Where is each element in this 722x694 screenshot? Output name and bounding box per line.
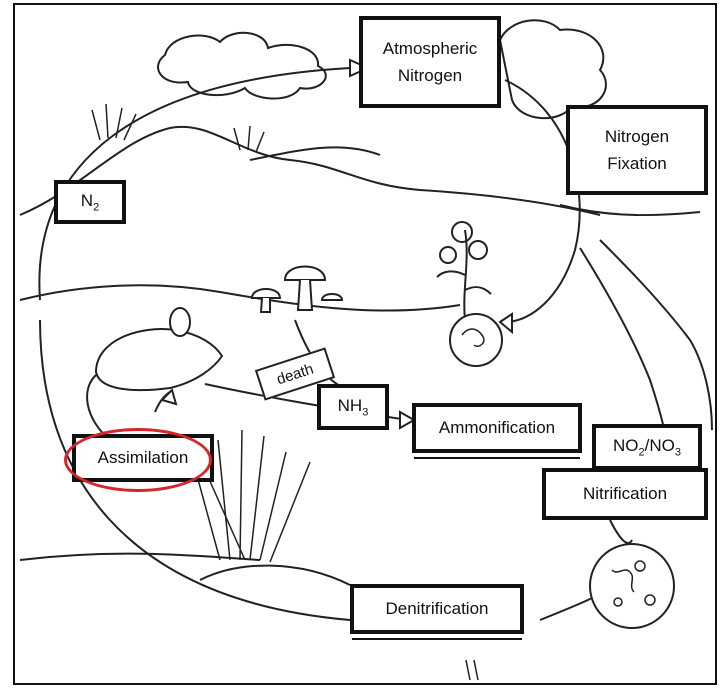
no2-no3-label: NO2/NO3 (613, 432, 681, 462)
atmospheric-label-line1: Atmospheric (382, 38, 478, 58)
nh3-base: NH (337, 396, 363, 415)
nitrification-label: Nitrification (582, 484, 668, 504)
tick-mark (465, 659, 479, 681)
arrow-heads (160, 58, 513, 430)
outer-border (13, 3, 717, 685)
n2-box: N2 (54, 180, 126, 224)
hills (19, 125, 713, 586)
mouse (86, 307, 224, 441)
no3-base: /NO (644, 436, 675, 455)
nh3-label: NH3 (338, 392, 369, 422)
no3-subscript: 3 (674, 446, 681, 459)
atmospheric-label-line2: Nitrogen (397, 66, 463, 85)
ammonification-label: Ammonification (438, 418, 556, 438)
n2-subscript: 2 (93, 201, 100, 214)
nh3-box: NH3 (317, 384, 389, 430)
n2-base: N (80, 191, 94, 210)
fixation-label-line2: Fixation (607, 154, 667, 173)
nh3-subscript: 3 (362, 406, 369, 419)
cloud-right (498, 19, 607, 119)
grass-tufts (91, 103, 311, 563)
nitrification-box: Nitrification (542, 468, 708, 520)
n2-label: N2 (81, 187, 99, 217)
plant (436, 221, 492, 321)
assimilation-highlight-circle (64, 428, 212, 492)
root-nodule-detail (461, 328, 485, 347)
no2-no3-box: NO2/NO3 (592, 424, 702, 470)
fixation-label-line1: Nitrogen (604, 126, 670, 146)
no2-base: NO (613, 436, 639, 455)
mushrooms (250, 265, 344, 313)
ammonification-box: Ammonification (412, 403, 582, 453)
cycle-arrows (38, 67, 633, 621)
no2-subscript: 2 (638, 446, 645, 459)
bacteria-detail (611, 560, 656, 607)
root-nodule-zoom (449, 313, 503, 367)
cloud-left (157, 31, 327, 100)
denitrification-label: Denitrification (385, 599, 489, 619)
denitrification-box: Denitrification (350, 584, 524, 634)
